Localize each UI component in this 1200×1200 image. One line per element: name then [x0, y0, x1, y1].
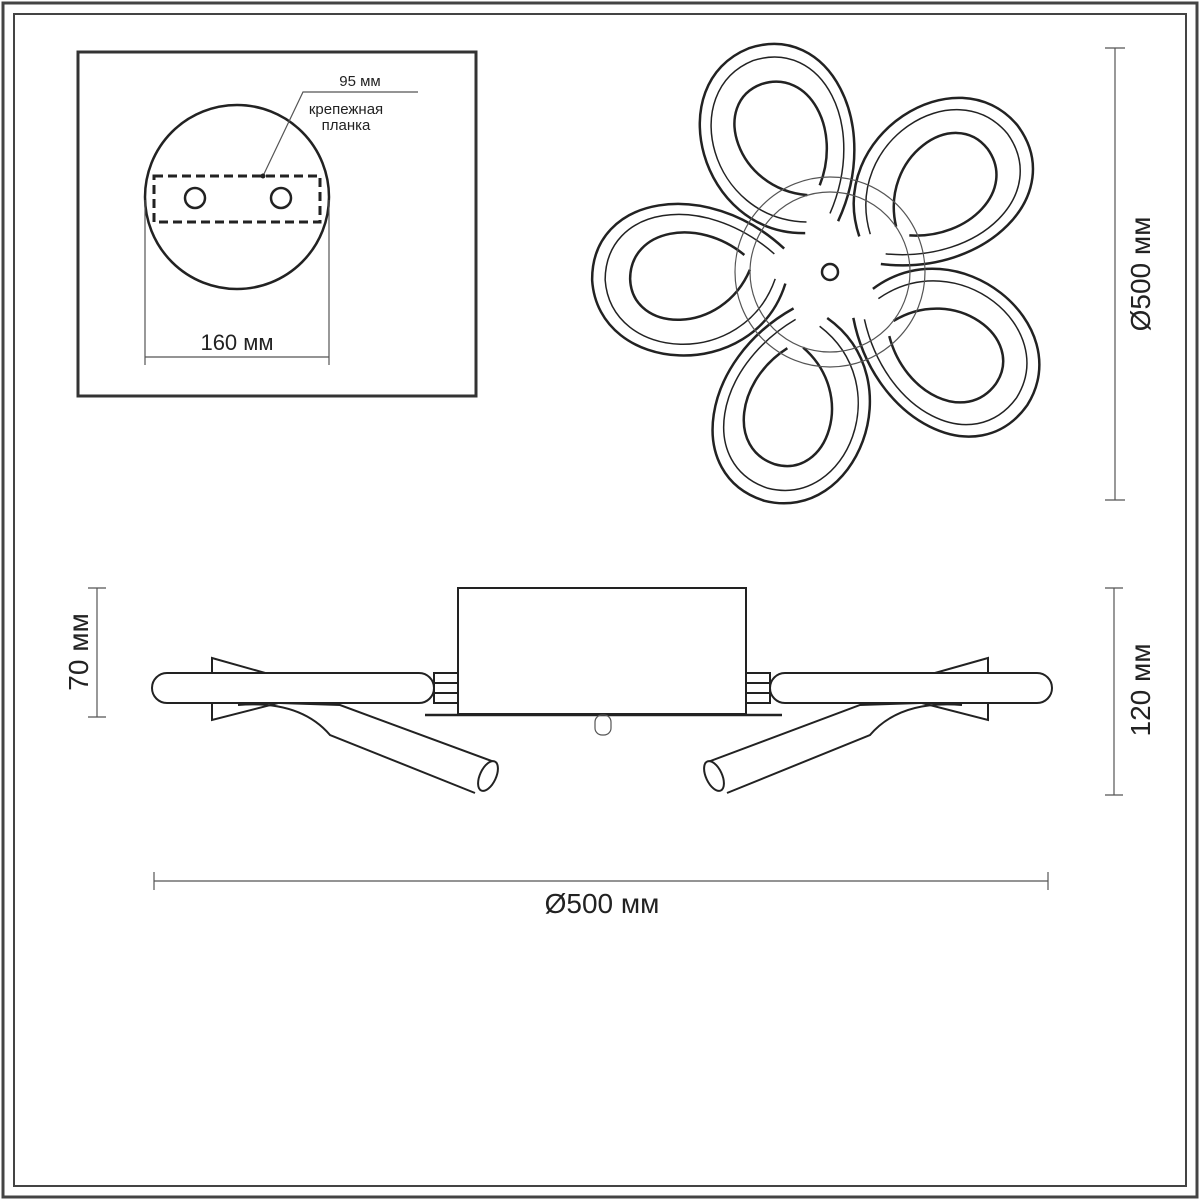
petal [692, 293, 895, 524]
petal [815, 62, 1065, 304]
petal [824, 230, 1073, 468]
right-arm-horizontal [769, 672, 1053, 704]
screw-hole-right [269, 186, 293, 210]
side-view [151, 587, 1053, 794]
left-arm-angled [237, 702, 498, 794]
base-diameter-label: 160 мм [200, 330, 273, 355]
petal [673, 21, 885, 258]
side-diameter-label: Ø500 мм [545, 888, 660, 919]
canopy-body [457, 587, 747, 715]
inner-frame [13, 13, 1187, 1187]
switch-knob [594, 714, 612, 736]
top-view [588, 21, 1073, 524]
screw-hole-left [183, 186, 207, 210]
top-diameter-label: Ø500 мм [1125, 217, 1156, 332]
bracket-label-line2: планка [322, 117, 371, 134]
center-hub [820, 262, 840, 282]
left-arm-horizontal [151, 672, 435, 704]
body-height-label: 70 мм [63, 613, 94, 690]
mounting-bracket [152, 174, 322, 224]
leader-dot [260, 173, 266, 179]
bracket-label-line1: крепежная [309, 101, 383, 118]
mount-detail: 95 мм крепежная планка 160 мм [76, 50, 478, 398]
right-arm-angled [704, 702, 963, 794]
total-height-label: 120 мм [1125, 644, 1156, 737]
mount-detail-box [76, 50, 478, 398]
leader-line [262, 91, 418, 177]
base-plate [143, 103, 331, 291]
center-ring [734, 176, 926, 368]
bracket-width-label: 95 мм [339, 73, 380, 90]
